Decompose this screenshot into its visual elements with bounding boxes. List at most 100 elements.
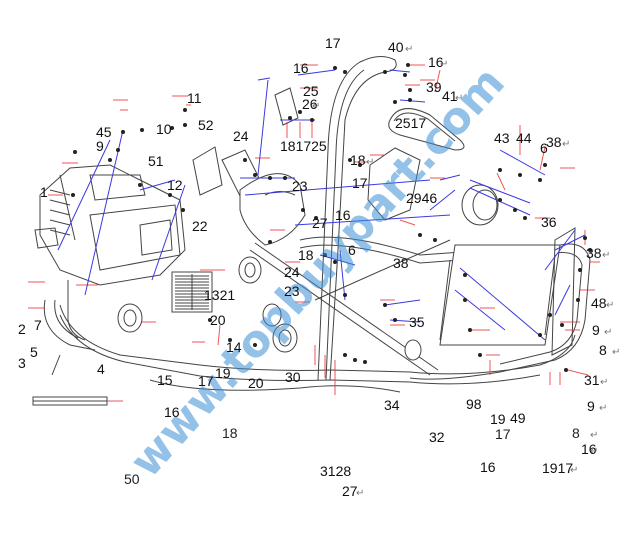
callout: 20	[210, 312, 226, 328]
callout: 1917	[542, 460, 573, 476]
callout: 17	[325, 35, 341, 51]
callout: 15	[157, 372, 173, 388]
callout: 35	[409, 314, 425, 330]
fastener-dot	[343, 293, 347, 297]
callout: 12	[167, 177, 183, 193]
callout: 49	[510, 410, 526, 426]
callout: 17	[352, 175, 368, 191]
frame-tubes	[43, 56, 591, 393]
callout: 24	[284, 264, 300, 280]
callout: 2946	[406, 190, 437, 206]
fastener-dot	[478, 353, 482, 357]
callout: 18	[222, 425, 238, 441]
callout: 31	[584, 372, 600, 388]
callout: 5	[30, 344, 38, 360]
callout: 22	[192, 218, 208, 234]
callout: 41	[442, 88, 458, 104]
callout: 6	[348, 242, 356, 258]
fastener-dot	[463, 298, 467, 302]
callout: 1321	[204, 287, 235, 303]
callout: 7	[34, 317, 42, 333]
return-mark: ↵	[405, 44, 413, 55]
fastener-dot	[243, 158, 247, 162]
fastener-dot	[298, 110, 302, 114]
callout: 20	[248, 375, 264, 391]
fastener-dot	[406, 63, 410, 67]
fastener-dot	[578, 268, 582, 272]
return-mark: ↵	[562, 139, 570, 150]
callout: 30	[285, 369, 301, 385]
fastener-dot	[408, 98, 412, 102]
callout: 9	[96, 138, 104, 154]
return-mark: ↵	[602, 250, 610, 261]
fastener-dot	[228, 338, 232, 342]
callout: 16	[335, 207, 351, 223]
fastener-dot	[268, 240, 272, 244]
callout: 16	[581, 441, 597, 457]
fastener-dot	[333, 66, 337, 70]
fastener-dot	[343, 70, 347, 74]
callout: 25	[303, 83, 319, 99]
callout: 8	[572, 425, 580, 441]
callout: 43	[494, 130, 510, 146]
callout: 52	[198, 117, 214, 133]
air-box-assembly	[34, 164, 186, 286]
fastener-dot	[518, 173, 522, 177]
belt	[388, 108, 465, 151]
return-mark: ↵	[590, 446, 598, 457]
fastener-dot	[181, 208, 185, 212]
ref-bar	[32, 396, 108, 406]
callout: 18	[350, 152, 366, 168]
callout: 45	[96, 124, 112, 140]
callout: 38	[546, 134, 562, 150]
callout: 2517	[395, 115, 426, 131]
callout: 181725	[280, 138, 327, 154]
fastener-dot	[183, 123, 187, 127]
return-mark: ↵	[600, 377, 608, 388]
fastener-dot	[433, 238, 437, 242]
callout-labels: 17 40 16 16 39 41 25 26 11 45 10 52 9 51…	[18, 35, 607, 499]
fastener-dot	[468, 328, 472, 332]
fastener-dot	[183, 108, 187, 112]
callout: 18	[298, 247, 314, 263]
fastener-dot	[268, 176, 272, 180]
fastener-dot	[363, 360, 367, 364]
return-mark: ↵	[599, 403, 607, 414]
callout: 4	[97, 361, 105, 377]
return-mark: ↵	[312, 101, 320, 112]
fastener-dot	[383, 70, 387, 74]
callout: 17	[495, 426, 511, 442]
fastener-dot	[403, 73, 407, 77]
fastener-dot	[513, 208, 517, 212]
callout: 10	[156, 121, 172, 137]
fastener-dot	[564, 368, 568, 372]
return-mark: ↵	[590, 430, 598, 441]
return-mark: ↵	[356, 488, 364, 499]
grille	[171, 271, 213, 313]
return-mark: ↵	[366, 157, 374, 168]
fastener-dot	[498, 198, 502, 202]
callout: 51	[148, 153, 164, 169]
fastener-dot	[310, 118, 314, 122]
fastener-dot	[523, 216, 527, 220]
callout: 44	[516, 130, 532, 146]
callout: 24	[233, 128, 249, 144]
fastener-dot	[463, 273, 467, 277]
fastener-dot	[358, 163, 362, 167]
fastener-dot	[393, 100, 397, 104]
callout: 40	[388, 39, 404, 55]
return-mark: ↵	[612, 347, 620, 358]
callout: 9	[592, 322, 600, 338]
callout: 9	[587, 398, 595, 414]
fastener-dot	[116, 148, 120, 152]
callout: 6	[540, 140, 548, 156]
fastener-dot	[283, 176, 287, 180]
fastener-dot	[588, 248, 592, 252]
callout: 23	[292, 178, 308, 194]
callout: 39	[426, 79, 442, 95]
callout: 1	[40, 184, 48, 200]
fastener-dot	[208, 318, 212, 322]
fastener-dot	[323, 253, 327, 257]
fastener-dot	[538, 333, 542, 337]
